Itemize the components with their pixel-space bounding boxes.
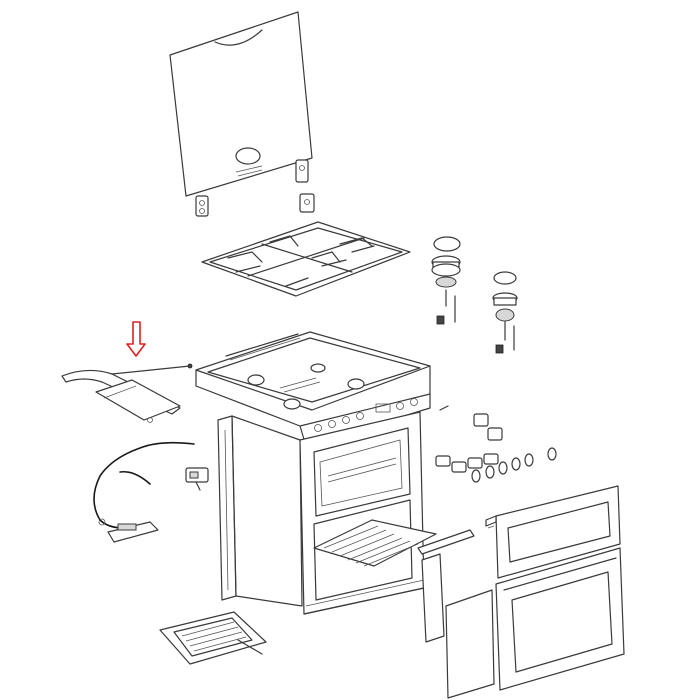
inner-glass-bottom[interactable] (421, 553, 495, 699)
inner-glass-top[interactable] (417, 529, 475, 555)
pan-support-grid[interactable] (201, 221, 411, 297)
glass-lid[interactable] (169, 11, 313, 197)
gas-valves[interactable] (435, 405, 503, 473)
thermostat-bracket[interactable] (98, 518, 159, 543)
control-knobs[interactable] (471, 447, 557, 483)
cooker-body[interactable] (195, 331, 437, 615)
highlight-arrow (126, 321, 146, 357)
lid-hinge-right[interactable] (295, 159, 315, 213)
wiring-harness[interactable] (93, 441, 195, 529)
grill-pan[interactable] (159, 611, 267, 665)
ignition-switch[interactable] (185, 467, 209, 491)
door-seal-strip[interactable] (485, 515, 497, 527)
top-oven-door[interactable] (485, 485, 621, 579)
burner-cap-large[interactable] (431, 236, 461, 325)
hob-lid-hinge-assembly[interactable] (61, 363, 193, 423)
burner-cap-small[interactable] (492, 271, 518, 354)
lid-hinge-left[interactable] (195, 195, 209, 217)
bottom-oven-door[interactable] (495, 547, 625, 691)
